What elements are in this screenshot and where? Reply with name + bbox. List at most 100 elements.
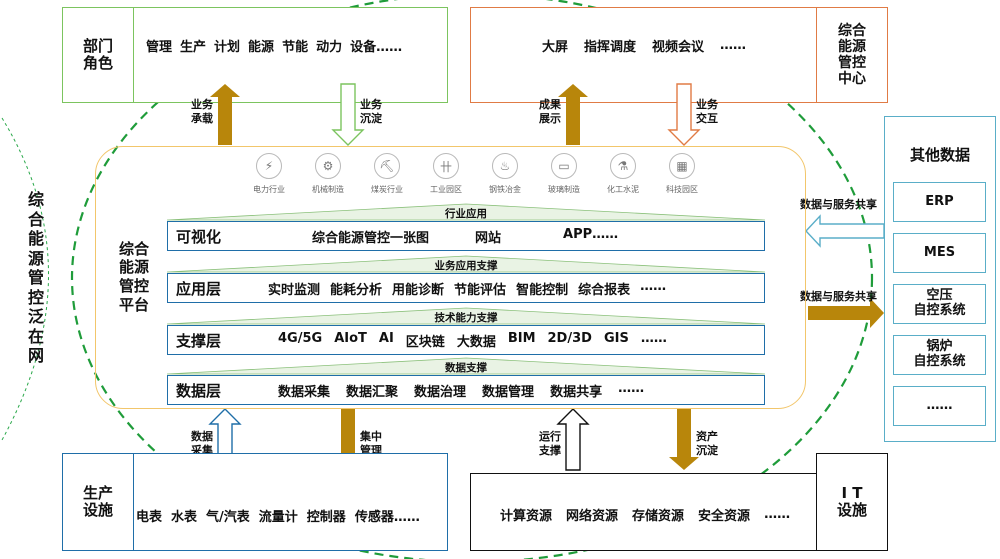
label-result-display: 成果 展示: [539, 98, 561, 125]
role-item: 动力: [316, 40, 343, 55]
layer-item: 实时监测: [268, 282, 321, 298]
arrow-data-share-out: [808, 298, 884, 328]
industrial-park-icon: 卄: [433, 153, 459, 179]
layer-item: ……: [640, 330, 667, 346]
control-center-title-line4: 中心: [838, 71, 866, 88]
layer-item: 数据采集: [278, 384, 331, 400]
production-facilities-title: 生产 设施: [62, 453, 134, 551]
power-industry-icon: ⚡: [256, 153, 282, 179]
other-data-item-erp: ERP: [893, 182, 986, 222]
it-facilities-title-line2: 设施: [836, 501, 867, 519]
role-item: 节能: [282, 40, 309, 55]
it-facilities-title-line1: I T: [841, 483, 863, 502]
label-business-carry: 业务 承载: [191, 98, 213, 125]
industry-label: 机械制造: [312, 185, 344, 194]
wedge-tech-support: [166, 307, 766, 325]
layer-item: 网站: [475, 230, 502, 246]
arrow-business-carry: [210, 84, 240, 145]
wedge-business-support: [166, 255, 766, 273]
industry-label: 钢铁冶金: [489, 185, 521, 194]
arrow-business-sediment: [331, 83, 365, 146]
power-industry-glyph: ⚡: [264, 159, 274, 173]
other-data-item-label: 空压 自控系统: [913, 288, 966, 318]
wedge-label-tech-support: 技术能力支撑: [434, 312, 498, 324]
pervasive-network-char: 泛: [27, 307, 44, 327]
other-data-item-label: ……: [926, 397, 953, 413]
layer-item: ……: [640, 278, 667, 294]
label-operation-support: 运行 支撑: [539, 430, 561, 457]
layer-application: 应用层 实时监测 能耗分析 用能诊断 节能评估 智能控制 综合报表 ……: [167, 273, 765, 303]
industry-label: 玻璃制造: [548, 185, 580, 194]
layer-item: 用能诊断: [392, 282, 445, 298]
layer-item: 节能评估: [454, 282, 507, 298]
label-asset-sediment: 资产 沉淀: [696, 430, 718, 457]
left-dashed-arc: [1, 117, 49, 441]
role-item: 计划: [214, 40, 241, 55]
label-data-share-out: 数据与服务共享: [800, 290, 877, 303]
facility-item: 气/汽表: [206, 510, 250, 525]
layer-item: 4G/5G: [278, 330, 323, 346]
pervasive-network-char: 控: [27, 287, 44, 307]
pervasive-network-char: 能: [27, 229, 44, 249]
platform-title: 综合 能源 管控 平台: [108, 232, 160, 322]
layer-item: AI: [378, 330, 394, 346]
layer-title: 应用层: [176, 279, 222, 298]
control-center-title-line3: 管控: [838, 55, 866, 71]
pervasive-network-char: 综: [27, 190, 44, 210]
layer-item: 能耗分析: [330, 282, 383, 298]
control-center-items: 大屏 指挥调度 视频会议 ……: [542, 36, 746, 55]
glass-manufacturing-glyph: ▭: [558, 159, 570, 173]
layer-item: ……: [618, 380, 645, 396]
arrow-business-interact: [667, 83, 701, 146]
wedge-label-industry-app: 行业应用: [445, 208, 487, 220]
science-park-icon: ▦: [669, 153, 695, 179]
role-item: 能源: [248, 40, 275, 55]
layer-item: 数据治理: [414, 384, 467, 400]
layer-items: 综合能源管控一张图 网站 APP……: [268, 227, 764, 246]
industry-label: 科技园区: [666, 185, 698, 194]
platform-title-line2: 能源: [118, 258, 149, 277]
other-data-title: 其他数据: [909, 146, 970, 164]
layer-item: 大数据: [456, 334, 496, 350]
other-data-item-air-compressor: 空压 自控系统: [893, 284, 986, 324]
department-roles-items: 管理 生产 计划 能源 节能 动力 设备……: [146, 36, 402, 55]
center-item: ……: [720, 38, 747, 53]
label-data-share-in: 数据与服务共享: [800, 198, 877, 211]
layer-support: 支撑层 4G/5G AIoT AI 区块链 大数据 BIM 2D/3D GIS …: [167, 325, 765, 355]
layer-items: 数据采集 数据汇聚 数据治理 数据管理 数据共享 ……: [278, 381, 764, 400]
platform-title-line4: 平台: [118, 295, 149, 314]
layer-item: 2D/3D: [547, 330, 592, 346]
industry-label: 工业园区: [430, 185, 462, 194]
role-item: 管理: [146, 40, 173, 55]
it-facilities-items: 计算资源 网络资源 存储资源 安全资源 ……: [500, 505, 790, 524]
glass-manufacturing-icon: ▭: [551, 153, 577, 179]
layer-item: 综合报表: [578, 282, 631, 298]
production-facilities-title-box: [62, 453, 134, 551]
wedge-label-data-support: 数据支撑: [445, 362, 487, 374]
it-resource-item: 网络资源: [566, 509, 619, 524]
facility-item: 传感器……: [354, 510, 420, 525]
big-dashed-ellipse: [71, 0, 873, 559]
platform-title-line1: 综合: [118, 239, 149, 258]
coal-industry-icon: ⛏: [374, 153, 400, 179]
chemical-cement-icon: ⚗: [610, 153, 636, 179]
layer-item: 综合能源管控一张图: [312, 230, 430, 246]
pervasive-network-char: 管: [27, 268, 44, 288]
industry-label: 煤炭行业: [371, 185, 403, 194]
facility-item: 水表: [171, 510, 198, 525]
machinery-icon: ⚙: [315, 153, 341, 179]
wedge-label-business-support: 业务应用支撑: [434, 260, 498, 272]
facility-item: 电表: [136, 510, 163, 525]
wedge-data-support: [166, 357, 766, 375]
layer-item: 数据汇聚: [346, 384, 399, 400]
arrow-asset-sediment: [669, 409, 699, 470]
layer-item: 区块链: [405, 334, 445, 350]
pervasive-network-char: 在: [27, 326, 44, 346]
platform-title-line3: 管控: [118, 277, 149, 295]
wedge-industry-app: [166, 203, 766, 221]
facility-item: 控制器: [306, 510, 346, 525]
layer-item: AIoT: [334, 330, 367, 346]
steel-metallurgy-glyph: ♨: [499, 159, 511, 173]
